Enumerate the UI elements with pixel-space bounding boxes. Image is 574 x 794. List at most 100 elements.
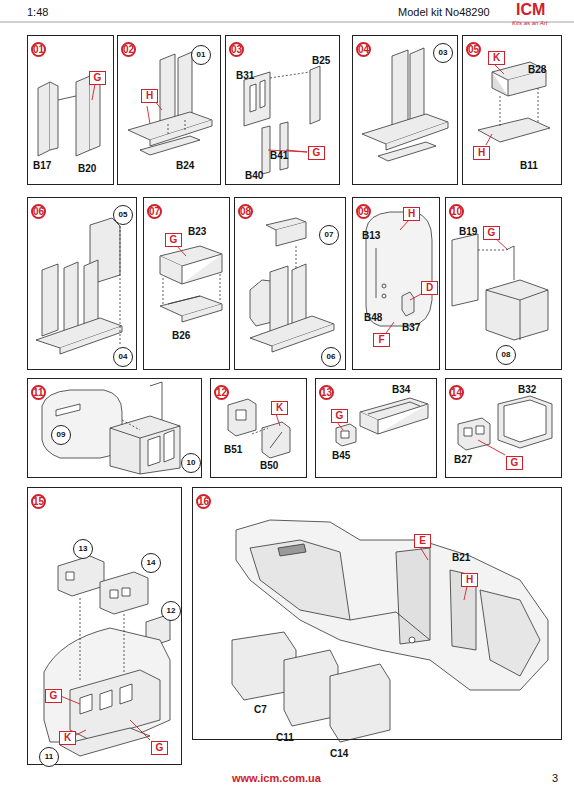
step-reference-circle: 08 <box>496 345 516 365</box>
step-number: 03 <box>229 42 244 57</box>
part-number: B32 <box>518 384 536 395</box>
step-number: 13 <box>319 385 334 400</box>
step-reference-circle: 04 <box>113 347 133 367</box>
step-number: 12 <box>214 385 229 400</box>
part-number: B25 <box>312 55 330 66</box>
part-number: B20 <box>78 163 96 174</box>
paint-code: H <box>462 574 477 586</box>
reference-number: 11 <box>40 748 58 766</box>
step-number: 15 <box>31 494 46 509</box>
paint-code-box: G <box>151 741 168 755</box>
step-reference-circle: 07 <box>319 225 339 245</box>
step-panel: 15 13 14 12G K G 11 <box>27 487 182 765</box>
step-panel: 07G <box>143 197 230 370</box>
step-number: 01 <box>31 42 46 57</box>
reference-number: 12 <box>162 602 180 620</box>
reference-number: 08 <box>497 346 515 364</box>
step-panel: 10G08 <box>445 197 562 370</box>
header-text: 1:48 <box>27 6 48 18</box>
step-reference-circle: 12 <box>161 601 181 621</box>
paint-code-box: G <box>89 71 106 85</box>
step-number: 04 <box>356 42 371 57</box>
header-text: ICM <box>516 1 545 19</box>
part-number: C11 <box>276 732 294 743</box>
paint-code-box: G <box>331 409 348 423</box>
part-number: B26 <box>172 330 190 341</box>
part-number: B48 <box>364 312 382 323</box>
part-number: B37 <box>402 322 420 333</box>
step-panel: 13G <box>315 378 437 478</box>
paint-code-box: H <box>461 573 478 587</box>
part-number: B23 <box>188 226 206 237</box>
reference-number: 03 <box>434 44 452 62</box>
part-number: B51 <box>224 444 242 455</box>
step-number: 02 <box>121 42 136 57</box>
reference-number: 01 <box>192 46 210 64</box>
header-text: Kits as an Art <box>512 20 547 26</box>
part-number: B19 <box>459 226 477 237</box>
paint-code: G <box>166 234 181 246</box>
paint-code-box: H <box>473 146 490 160</box>
step-number: 08 <box>238 204 253 219</box>
part-number: B27 <box>454 454 472 465</box>
part-number: C14 <box>330 748 348 759</box>
paint-code: G <box>152 742 167 754</box>
part-number: B21 <box>452 552 470 563</box>
step-number: 14 <box>449 385 464 400</box>
paint-code-box: E <box>414 534 431 548</box>
paint-code: G <box>46 690 61 702</box>
part-number: B45 <box>332 450 350 461</box>
step-reference-circle: 01 <box>191 45 211 65</box>
part-number: B24 <box>176 160 194 171</box>
part-number: B40 <box>245 170 263 181</box>
step-number: 05 <box>466 42 481 57</box>
step-reference-circle: 06 <box>321 347 341 367</box>
paint-code-box: G <box>483 226 500 240</box>
paint-code: K <box>489 52 504 64</box>
paint-code: G <box>484 227 499 239</box>
paint-code: G <box>309 147 324 159</box>
step-panel: 12K <box>210 378 307 478</box>
step-reference-circle: 09 <box>51 425 71 445</box>
paint-code-box: G <box>308 146 325 160</box>
part-number: B13 <box>362 230 380 241</box>
step-panel: 08 07 06 <box>234 197 346 370</box>
step-panel: 04 03 <box>352 35 458 185</box>
paint-code-box: G <box>506 456 523 470</box>
reference-number: 05 <box>114 206 132 224</box>
paint-code: G <box>90 72 105 84</box>
step-panel: 06 05 04 <box>27 197 137 370</box>
paint-code: H <box>474 147 489 159</box>
paint-code: G <box>507 457 522 469</box>
paint-code-box: K <box>271 401 288 415</box>
paint-code-box: K <box>59 731 76 745</box>
part-number: B11 <box>520 160 538 171</box>
step-panel: 16E H <box>192 487 562 740</box>
step-number: 09 <box>356 204 371 219</box>
paint-code: K <box>60 732 75 744</box>
step-number: 16 <box>196 494 211 509</box>
paint-code: H <box>404 208 419 220</box>
step-panel: 02 01H <box>117 35 221 185</box>
step-reference-circle: 05 <box>113 205 133 225</box>
reference-number: 04 <box>114 348 132 366</box>
step-panel: 09 H D F <box>352 197 440 370</box>
step-number: 11 <box>31 385 46 400</box>
part-number: B34 <box>392 384 410 395</box>
paint-code-box: F <box>373 333 390 347</box>
part-number: B41 <box>270 150 288 161</box>
part-number: B17 <box>33 160 51 171</box>
step-reference-circle: 13 <box>73 539 93 559</box>
paint-code-box: H <box>141 89 158 103</box>
step-reference-circle: 11 <box>39 747 59 767</box>
step-panel: 110910 <box>27 378 202 478</box>
step-number: 06 <box>31 204 46 219</box>
step-reference-circle: 14 <box>141 553 161 573</box>
header-text: Model kit No48290 <box>398 6 490 18</box>
paint-code-box: G <box>45 689 62 703</box>
paint-code-box: G <box>165 233 182 247</box>
reference-number: 07 <box>320 226 338 244</box>
paint-code-box: K <box>488 51 505 65</box>
paint-code-box: D <box>421 281 438 295</box>
part-number: B50 <box>260 460 278 471</box>
